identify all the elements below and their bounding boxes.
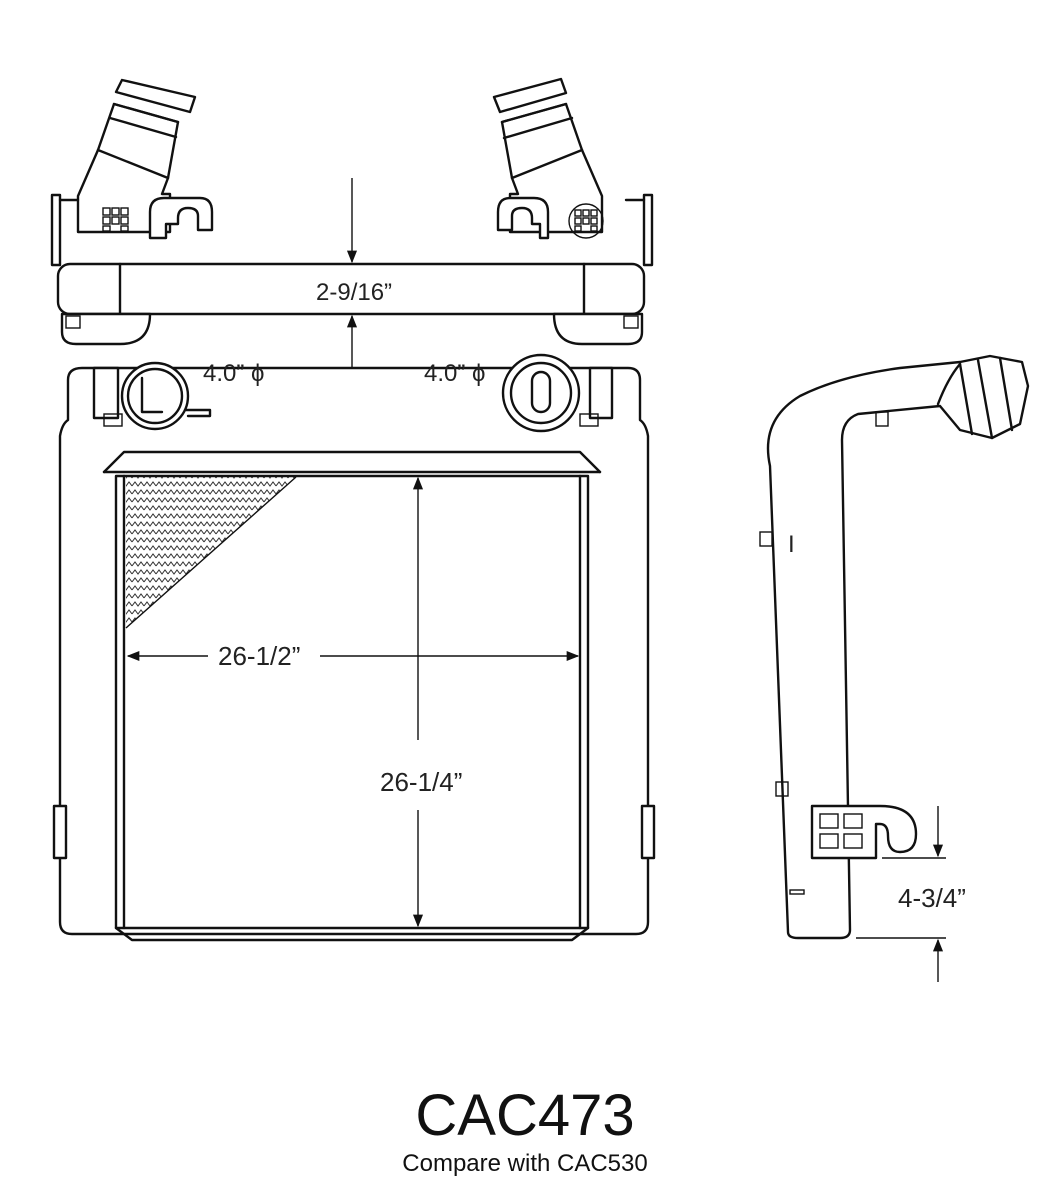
top-view: 2-9/16” <box>50 77 654 380</box>
left-inlet-diameter-label: 4.0” ϕ <box>203 360 264 387</box>
top-view-right-grid-icon <box>568 203 604 239</box>
top-depth-label: 2-9/16” <box>316 279 392 306</box>
front-right-mount-bracket <box>640 804 656 860</box>
top-view-tank-bar <box>56 262 646 346</box>
core-width-dimension: 26-1/2” <box>126 641 580 671</box>
top-view-left-grid-icon <box>102 207 129 232</box>
core-width-label: 26-1/2” <box>218 641 300 671</box>
compare-note: Compare with CAC530 <box>402 1150 648 1177</box>
top-view-left-outlet-pipe <box>50 78 214 267</box>
bracket-offset-label: 4-3/4” <box>898 883 966 913</box>
part-number-title: CAC473 <box>415 1083 635 1148</box>
core-height-label: 26-1/4” <box>380 767 462 797</box>
side-view-mount-bracket <box>810 804 918 860</box>
top-view-right-outlet-pipe <box>492 77 654 267</box>
right-inlet-port <box>501 353 614 433</box>
front-view: 4.0” ϕ 4.0” ϕ 26-1/2” 26-1/4” <box>52 353 656 942</box>
side-view: I 4-3/4” <box>759 354 1030 982</box>
right-inlet-diameter-label: 4.0” ϕ <box>424 360 485 387</box>
bracket-offset-dimension: 4-3/4” <box>856 806 966 982</box>
front-left-mount-bracket <box>52 804 68 860</box>
side-view-marker: I <box>788 531 795 558</box>
top-depth-dimension: 2-9/16” <box>316 178 392 380</box>
left-inlet-port <box>92 361 212 431</box>
core-height-dimension: 26-1/4” <box>380 476 462 928</box>
